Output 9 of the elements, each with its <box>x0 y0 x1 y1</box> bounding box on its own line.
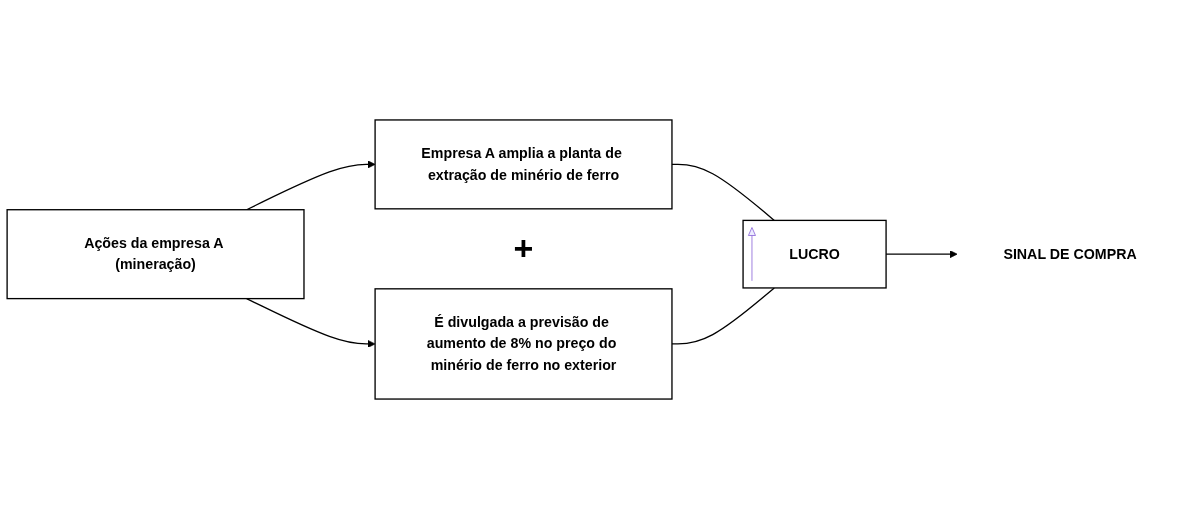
node-box: Empresa A amplia a planta de extração de minério de ferro <box>374 119 673 210</box>
node-box: LUCRO <box>742 219 887 289</box>
node-text: SINAL DE COMPRA <box>1003 246 1137 262</box>
node-box: Ações da empresa A (mineração) <box>6 209 305 300</box>
node-box: É divulgada a previsão de aumento de 8% no preço do minério de ferro no exterior <box>374 288 673 400</box>
plus-sign: + <box>513 229 534 269</box>
connector <box>671 287 775 345</box>
arrow <box>245 297 376 348</box>
connector <box>671 163 775 222</box>
